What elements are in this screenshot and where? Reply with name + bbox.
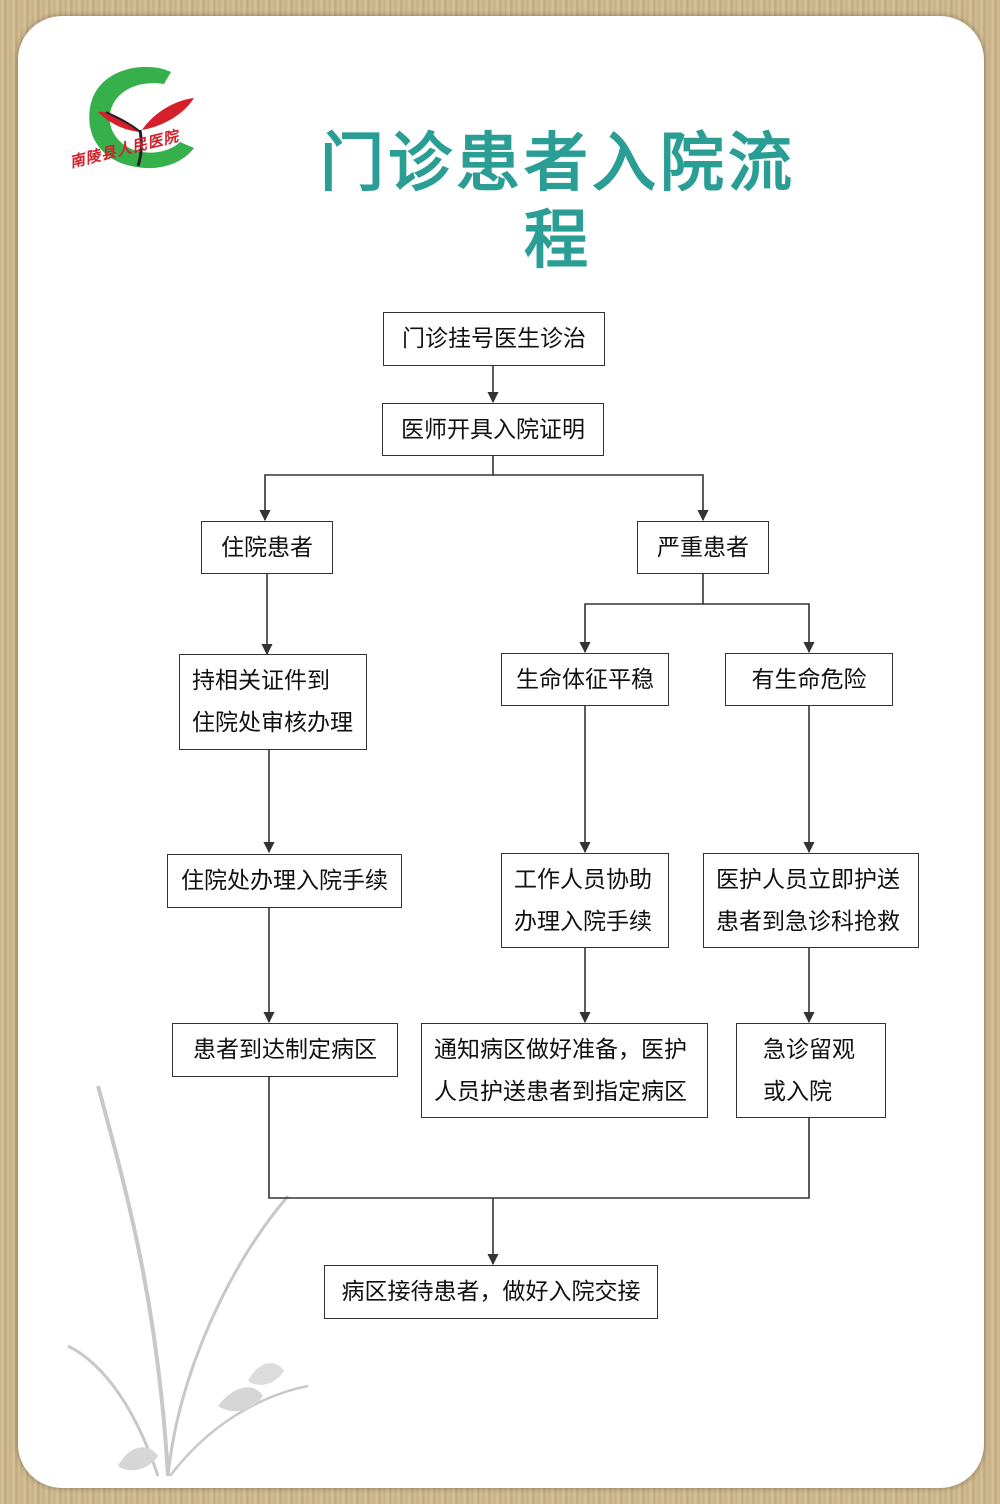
orchid-decoration-icon bbox=[67, 1085, 309, 1477]
step-certificate: 医师开具入院证明 bbox=[382, 403, 604, 456]
step-arrive-ward: 患者到达制定病区 bbox=[172, 1023, 398, 1077]
step-stable: 生命体征平稳 bbox=[501, 653, 669, 706]
step-documents: 持相关证件到 住院处审核办理 bbox=[179, 654, 367, 750]
step-ward-reception: 病区接待患者，做好入院交接 bbox=[324, 1265, 658, 1319]
step-escort-emergency: 医护人员立即护送 患者到急诊科抢救 bbox=[703, 853, 919, 948]
step-emergency-observe: 急诊留观 或入院 bbox=[736, 1023, 886, 1118]
step-danger: 有生命危险 bbox=[725, 653, 893, 706]
step-notify-ward: 通知病区做好准备，医护 人员护送患者到指定病区 bbox=[421, 1023, 708, 1118]
step-staff-assist: 工作人员协助 办理入院手续 bbox=[501, 853, 669, 948]
hospital-logo-icon bbox=[89, 66, 194, 169]
step-registration: 门诊挂号医生诊治 bbox=[383, 312, 605, 366]
page-title: 门诊患者入院流程 bbox=[320, 127, 796, 278]
step-inpatient: 住院患者 bbox=[201, 521, 333, 574]
poster-board: 南陵县人民医院 门诊患者入院流程 bbox=[18, 16, 984, 1488]
step-severe: 严重患者 bbox=[637, 521, 769, 574]
flow-connectors bbox=[259, 366, 815, 1266]
step-admission-office: 住院处办理入院手续 bbox=[167, 854, 402, 908]
